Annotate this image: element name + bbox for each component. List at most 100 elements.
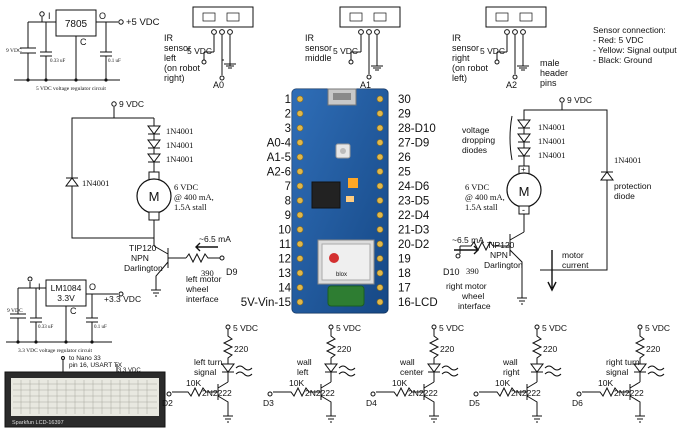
supply-terminal-9v [39,11,45,17]
left-diode-2: 1N4001 [166,140,193,150]
left-motor-pin: D9 [226,267,238,277]
led-label-line1: right turn [606,357,640,367]
right-motor-supply: 9 VDC [567,95,592,105]
cap-in-value: 9 VDC [6,48,22,54]
pin-label-right: 21-D3 [398,225,429,237]
sensor-middle-label-0: IR [305,33,315,43]
lcd-vcc-label: 3.3 VDC [118,368,141,374]
left-motor-label-2: interface [186,294,219,304]
pin-label-left: A1-5 [267,152,291,164]
led-vdc: 5 VDC [439,323,464,333]
regulator-3v3-caption: 3.3 VDC voltage regulator circuit [18,348,92,354]
right-transistor-0: TIP120 [487,240,515,250]
led-resistor-220: 220 [543,344,557,354]
led-pin: D3 [263,398,274,408]
nano-left-pin-labels: 1 2 3 A0-4 A1-5 A2-6 7 8 9 10 11 12 13 1… [241,94,292,309]
right-motor-spec-1: @ 400 mA, [465,192,505,202]
led-label-line1: wall [399,357,415,367]
connection-note-1: - Red: 5 VDC [593,35,644,45]
regulator-5v-caption: 5 VDC voltage regulator circuit [36,86,106,92]
led-vdc: 5 VDC [645,323,670,333]
right-diode-1: 1N4001 [538,122,565,132]
led-resistor-10k: 10K [186,378,201,388]
led-vdc: 5 VDC [336,323,361,333]
output-terminal-5v [118,19,124,25]
pin-label-left: 10 [278,225,291,237]
left-motor-supply: 9 VDC [119,99,144,109]
sensor-right-label-4: left) [452,73,467,83]
left-transistor-2: Darlington [124,263,163,273]
right-protection-diode-2: diode [614,191,635,201]
right-diode-3: 1N4001 [538,150,565,160]
left-motor-spec-0: 6 VDC [174,182,198,192]
led-vdc: 5 VDC [233,323,258,333]
connection-note-2: - Yellow: Signal output [593,45,677,55]
pin-label-right: 27-D9 [398,138,429,150]
regulator-pin-i: I [48,11,51,21]
right-motor-label-2: interface [458,301,491,311]
pin-label-left: 8 [285,196,291,208]
right-transistor-2: Darlington [484,260,523,270]
sensor-middle-label-2: middle [305,53,332,63]
pin-label-right: 17 [398,283,411,295]
sensor-left-pin: A0 [213,80,224,90]
sensor-left-label-2: left [164,53,177,63]
arduino-nano-board: blox 1 2 3 A0-4 A1-5 A2-6 7 8 9 10 11 12… [241,88,438,314]
pin-label-left: 3 [285,123,291,135]
pin-label-left: 1 [285,94,291,106]
pin-label-left: 13 [278,268,291,280]
lcd-note-0: to Nano 33 [69,355,101,362]
pin-label-left: 5V-Vin-15 [241,297,291,309]
led-pin: D2 [162,398,173,408]
right-diode-note-1: dropping [462,135,495,145]
regulator-lm1084-part-0: LM1084 [51,283,82,293]
led-label-line1: wall [502,357,518,367]
regulator-5v-output-label: +5 VDC [126,17,160,28]
right-motor-plus: + [521,165,526,174]
antenna-block [327,285,365,307]
sensor-middle-vdc: 5 VDC [333,46,358,56]
led-transistor: 2N2222 [202,388,232,398]
sensor-right-label-3: (on robot [452,63,489,73]
right-diode-note-0: voltage [462,125,490,135]
sensor-left-label-1: sensor [164,43,191,53]
led-resistor-10k: 10K [598,378,613,388]
right-header-pads [376,95,384,306]
reg33-cap-in-label: 9 VDC [7,308,23,314]
left-motor-resistor: 390 [201,268,214,278]
left-protection-diode: 1N4001 [82,178,109,188]
mcu-chip [311,181,341,209]
led-resistor-220: 220 [337,344,351,354]
led-pin: D6 [572,398,583,408]
right-motor-letter: M [519,184,530,199]
led-resistor-220: 220 [646,344,660,354]
nano-right-pin-labels: 30 29 28-D10 27-D9 26 25 24-D6 23-D5 22-… [398,94,438,309]
led-vdc: 5 VDC [542,323,567,333]
pin-label-right: 18 [398,268,411,280]
motor-current-1: current [562,260,589,270]
regulator33-pin-o: O [89,282,96,292]
led-label-line2: signal [194,367,216,377]
connection-note-3: - Black: Ground [593,55,652,65]
left-motor-circuit: 9 VDC 1N4001 1N4001 1N4001 1N4001 M 6 VD… [65,99,238,304]
left-header-pads [296,95,304,306]
led-resistor-10k: 10K [495,378,510,388]
pin-label-left: A0-4 [267,138,292,150]
led-label-line2: center [400,367,424,377]
regulator-lm1084-part-1: 3.3V [57,293,75,303]
connection-note-0: Sensor connection: [593,25,666,35]
left-motor-spec-2: 1.5A stall [174,202,207,212]
header-note-1: header [540,68,568,78]
pin-label-left: 7 [285,181,291,193]
led-resistor-10k: 10K [392,378,407,388]
sensor-middle-label-1: sensor [305,43,332,53]
left-motor-label-0: left motor [186,274,222,284]
led-resistor-10k: 10K [289,378,304,388]
pin-label-left: 11 [279,239,291,251]
